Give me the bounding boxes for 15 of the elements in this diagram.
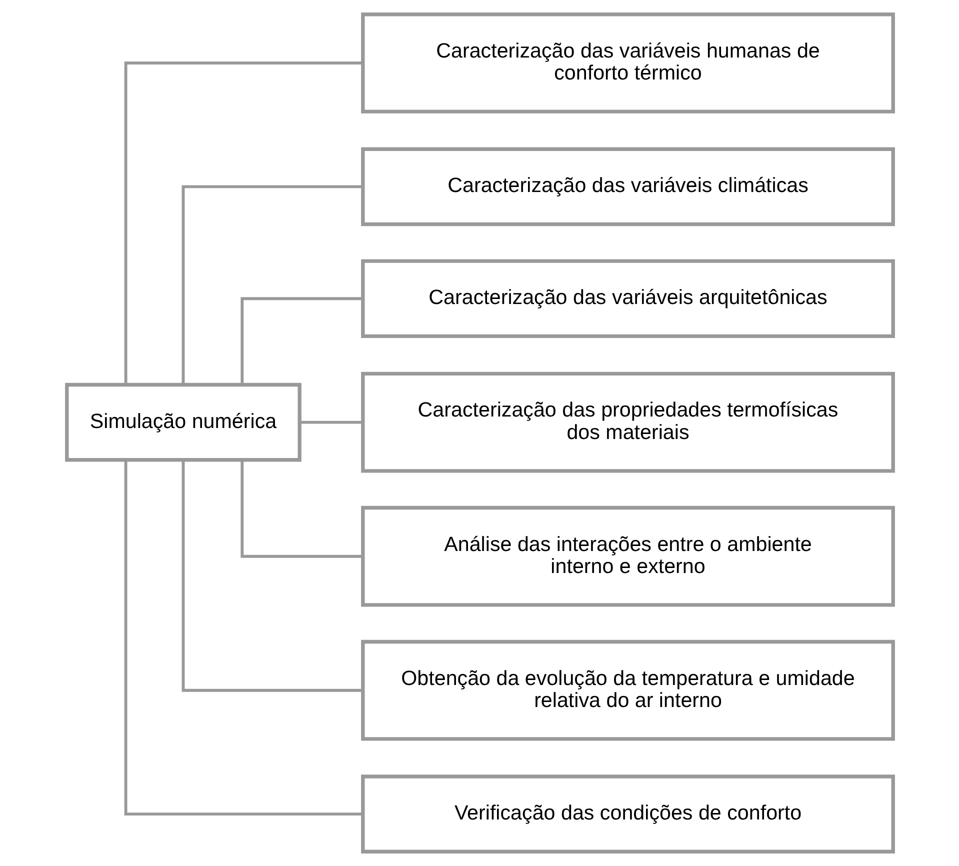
node-box: Análise das interações entre o ambiente interno e externo	[360, 506, 894, 607]
node-box: Obtenção da evolução da temperatura e umidade relativa do ar interno	[360, 640, 894, 741]
connector	[240, 297, 362, 385]
node-box: Verificação das condições de conforto	[360, 774, 894, 854]
connector	[124, 460, 362, 816]
node-box: Simulação numérica	[64, 382, 301, 462]
connector	[181, 460, 362, 692]
node-box: Caracterização das variáveis climáticas	[360, 147, 894, 226]
node-box: Caracterização das variáveis humanas de conforto térmico	[360, 12, 894, 114]
connector	[181, 185, 362, 384]
connector	[124, 62, 362, 385]
connector	[300, 420, 362, 424]
node-box: Caracterização das propriedades termofísicas dos materiais	[360, 372, 894, 473]
node-box: Caracterização das variáveis arquitetônicas	[360, 259, 894, 338]
connector	[240, 460, 362, 558]
